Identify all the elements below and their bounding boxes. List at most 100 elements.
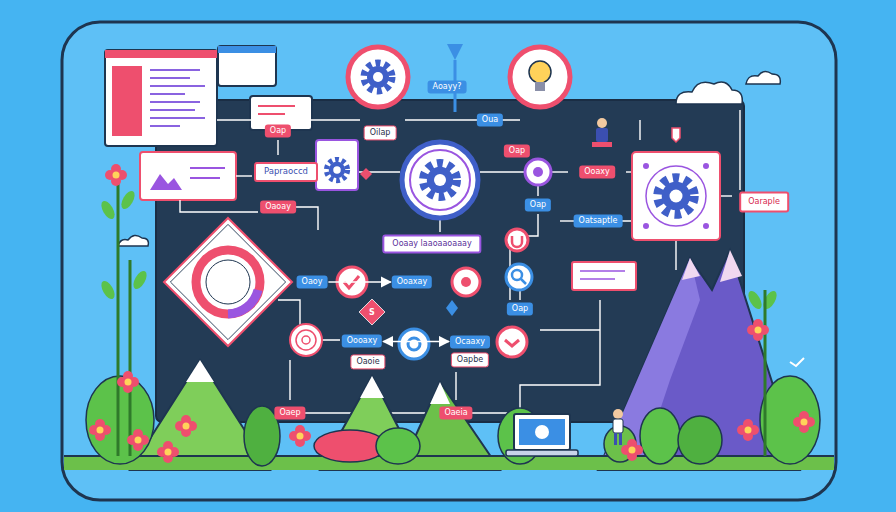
node-symbols: [452, 268, 480, 296]
window-panel: [258, 113, 285, 115]
gear-circle: [703, 163, 709, 169]
laptop: [506, 414, 578, 456]
step-tag: Oap: [525, 198, 551, 211]
plants: [790, 358, 804, 366]
plants: [117, 180, 120, 456]
flow-lines: [289, 360, 290, 400]
person: [597, 118, 607, 128]
node-text: Oap: [509, 146, 525, 155]
node-text: Oooaxy: [347, 336, 377, 345]
step-tag: Oapbe: [451, 352, 489, 367]
window-panel: [105, 50, 217, 146]
step-tag: Oap: [507, 302, 533, 315]
gear-circle: [327, 160, 348, 181]
node-symbols: [672, 128, 680, 142]
step-tag: Oua: [477, 113, 503, 126]
bushes: [376, 428, 420, 464]
flow-lines: [480, 171, 525, 172]
node-symbols: [525, 159, 551, 185]
node-text: Aoayy?: [433, 82, 462, 91]
node-text: Papraoccd: [264, 166, 308, 176]
node-text: Oaoie: [356, 357, 379, 366]
step-tag: Ooaxay: [392, 275, 432, 288]
gear-circle: [703, 223, 709, 229]
node-symbols: [399, 329, 429, 359]
cycle-diamond: [170, 224, 285, 339]
step-tag: Oooaxy: [342, 334, 382, 347]
flow-connector: [328, 281, 390, 283]
diamond-shape: [359, 299, 385, 325]
plants: [89, 419, 111, 441]
plants: [746, 289, 765, 311]
node-symbols: [521, 279, 526, 284]
flow-lines: [537, 186, 538, 196]
flow-lines: [720, 195, 732, 196]
node-symbols: [580, 278, 615, 280]
frame: [62, 22, 836, 500]
step-tag: Oaoay: [260, 200, 296, 213]
node-symbols: [572, 262, 636, 290]
process-box: Papraoccd: [254, 162, 318, 182]
window-panel: [150, 69, 200, 71]
node-symbols: [337, 267, 367, 297]
plants: [175, 415, 197, 437]
node-symbols: [512, 236, 522, 247]
bushes: [86, 376, 820, 466]
cycle-diamond: [196, 250, 260, 314]
node-symbols: [506, 264, 532, 290]
window-panel: [258, 105, 295, 107]
gear-circle: [643, 223, 649, 229]
mountains: [682, 258, 700, 280]
plants: [793, 411, 815, 433]
cloud: [746, 71, 780, 84]
person: [614, 433, 617, 445]
ground-line: [64, 455, 834, 457]
plants: [157, 441, 179, 463]
plants: [289, 425, 311, 447]
gear-circle: [316, 140, 358, 190]
window-panel: [150, 125, 180, 127]
mountains: [720, 250, 742, 282]
step-tag: Oaep: [274, 406, 305, 419]
node-symbols: [408, 338, 420, 350]
node-text: Oapbe: [457, 355, 483, 364]
gear-circle: [658, 178, 694, 214]
window-panel: [150, 101, 200, 103]
flow-lines: [296, 207, 318, 230]
pointer-icon: [447, 44, 463, 60]
lightbulb-icon: [535, 82, 545, 91]
lightbulb-icon: [529, 61, 551, 83]
window-panel: [218, 46, 276, 86]
mountains: [430, 382, 450, 404]
decision-diamond: S: [359, 299, 386, 326]
mountains: [360, 376, 384, 398]
node-symbols: [506, 229, 528, 251]
node-symbols: [290, 324, 322, 356]
bushes: [86, 376, 154, 464]
flow-lines: [739, 110, 740, 190]
laptop: [506, 450, 578, 456]
node-symbols: [461, 277, 471, 287]
node-text: Oap: [270, 126, 286, 135]
window-panel: [150, 77, 190, 79]
pointer-icon: [447, 44, 463, 112]
cloud: [118, 235, 148, 246]
gear-circle: [410, 150, 470, 210]
lightbulb-icon: [510, 47, 570, 107]
person: [619, 433, 622, 445]
node-text: Oilap: [370, 128, 391, 137]
window-panel: [105, 50, 217, 58]
window-panel: [190, 167, 225, 169]
node-symbols: [533, 167, 543, 177]
flow-lines: [277, 140, 278, 155]
person: [596, 128, 608, 142]
gear-circle: [632, 152, 720, 240]
plants: [127, 429, 149, 451]
person: [592, 142, 612, 147]
window-panel: [150, 70, 205, 126]
flow-lines: [470, 300, 600, 413]
